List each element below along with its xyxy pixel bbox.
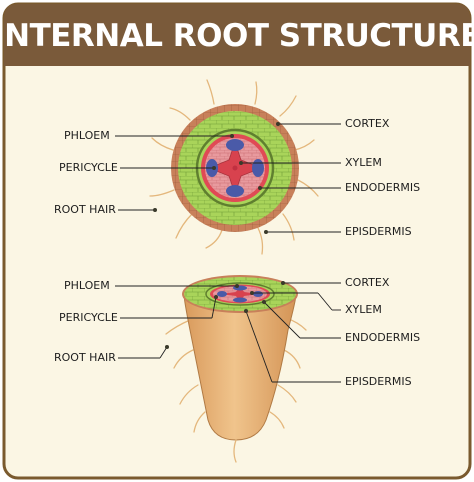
top-root-hair-label: ROOT HAIR (54, 203, 116, 216)
top-endodermis-label: ENDODERMIS (345, 181, 420, 194)
bottom-phloem-label: PHLOEM (64, 279, 110, 292)
bottom-xylem-label: XYLEM (345, 303, 382, 316)
bottom-pericycle-label: PERICYCLE (59, 311, 118, 324)
top-epidermis-label: EPISDERMIS (345, 225, 412, 238)
bottom-epidermis-label: EPISDERMIS (345, 375, 412, 388)
bottom-left-labels: PHLOEM PERICYCLE ROOT HAIR (54, 279, 239, 364)
title-banner (4, 4, 470, 66)
top-phloem (206, 139, 264, 197)
top-phloem-label: PHLOEM (64, 129, 110, 142)
top-left-labels: PHLOEM PERICYCLE ROOT HAIR (54, 129, 234, 216)
poster-title: INTERNAL ROOT STRUCTURE (0, 18, 474, 54)
top-right-labels: CORTEX XYLEM ENDODERMIS EPISDERMIS (239, 117, 420, 238)
top-cross-section (149, 79, 319, 255)
bottom-xylem (218, 286, 262, 302)
bottom-endodermis-label: ENDODERMIS (345, 331, 420, 344)
bottom-root-hair-label: ROOT HAIR (54, 351, 116, 364)
top-xylem-label: XYLEM (345, 156, 382, 169)
bottom-right-labels: CORTEX XYLEM ENDODERMIS EPISDERMIS (244, 276, 420, 388)
top-root-hairs (149, 79, 319, 255)
bottom-root (165, 275, 307, 463)
top-pericycle-label: PERICYCLE (59, 161, 118, 174)
top-cortex-label: CORTEX (345, 117, 390, 130)
bottom-cortex-label: CORTEX (345, 276, 390, 289)
